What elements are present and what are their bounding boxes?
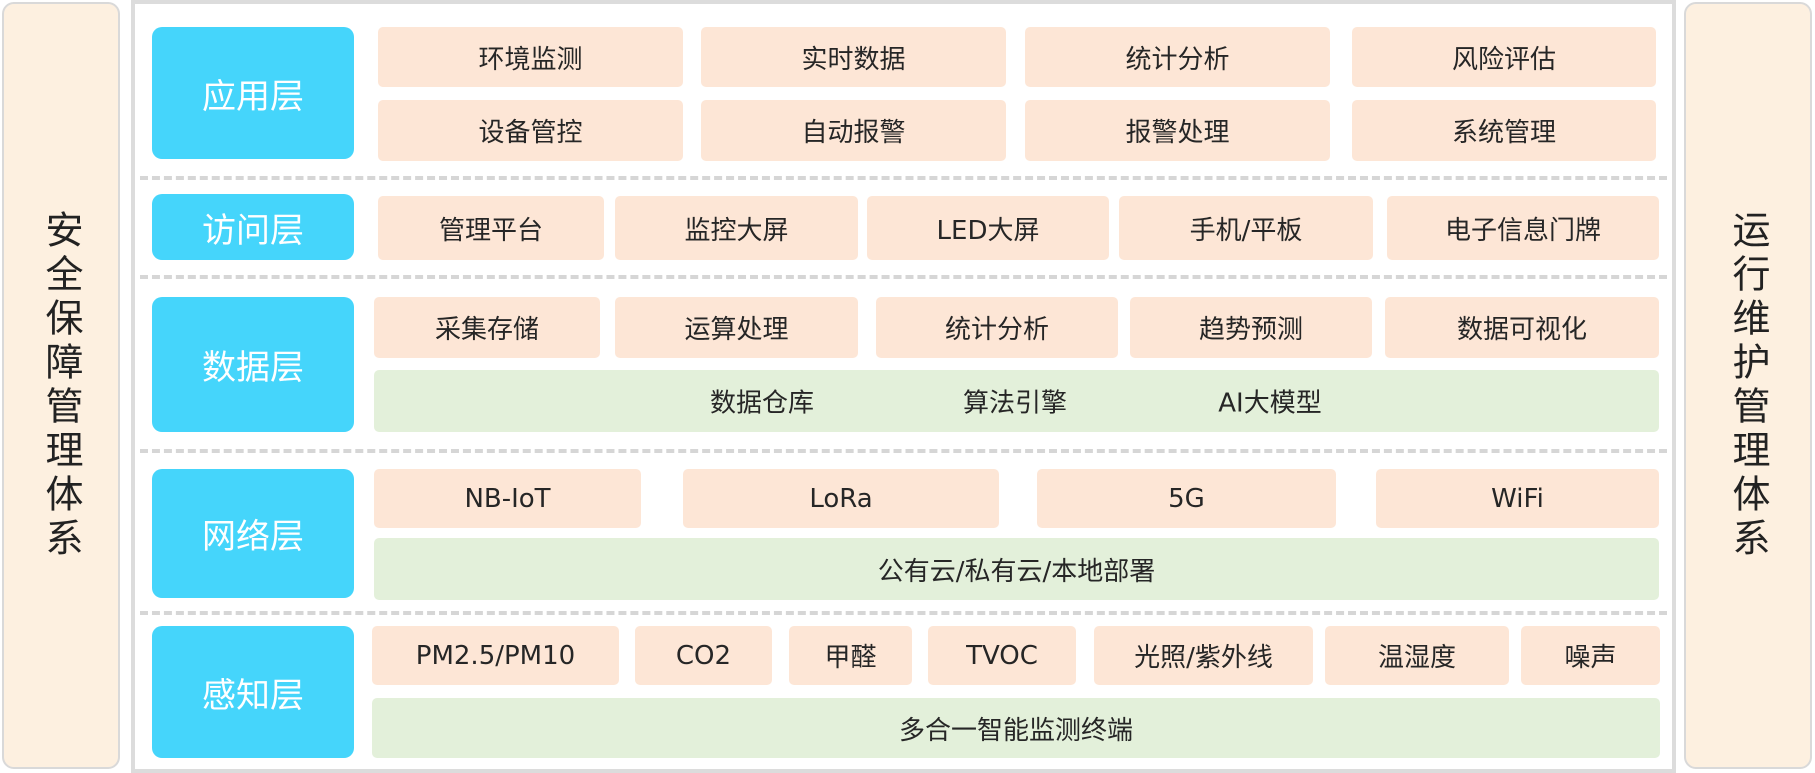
network-item-lora: LoRa: [683, 469, 999, 528]
sensor-item-light-uv: 光照/紫外线: [1094, 626, 1313, 685]
operations-management-panel: 运行维护管理体系: [1684, 2, 1812, 769]
sensor-item-temp-humidity: 温湿度: [1325, 626, 1509, 685]
access-item-mobile-tablet: 手机/平板: [1119, 196, 1373, 260]
data-item-collect-store: 采集存储: [374, 297, 600, 358]
layer-label-data: 数据层: [152, 297, 354, 432]
ai-model-label: AI大模型: [1218, 388, 1322, 419]
app-item-environment-monitoring: 环境监测: [378, 27, 683, 87]
algorithm-engine-label: 算法引擎: [962, 388, 1068, 419]
app-item-statistics: 统计分析: [1025, 27, 1330, 87]
data-warehouse-label: 数据仓库: [709, 388, 815, 419]
layer-label-perception: 感知层: [152, 626, 354, 758]
monitoring-terminal-bar: 多合一智能监测终端: [372, 698, 1660, 758]
access-item-led-screen: LED大屏: [867, 196, 1109, 260]
security-management-title: 安全保障管理体系: [39, 209, 83, 562]
layer-separator: [140, 449, 1667, 453]
app-item-alarm-handling: 报警处理: [1025, 100, 1330, 161]
sensor-item-noise: 噪声: [1521, 626, 1660, 685]
access-item-management-platform: 管理平台: [378, 196, 604, 260]
layer-label-application: 应用层: [152, 27, 354, 159]
access-item-e-doorplate: 电子信息门牌: [1387, 196, 1659, 260]
layer-label-network: 网络层: [152, 469, 354, 598]
operations-management-title: 运行维护管理体系: [1726, 209, 1770, 562]
sensor-item-tvoc: TVOC: [928, 626, 1076, 685]
app-item-auto-alarm: 自动报警: [701, 100, 1006, 161]
security-management-panel: 安全保障管理体系: [2, 2, 120, 769]
app-item-device-control: 设备管控: [378, 100, 683, 161]
network-item-wifi: WiFi: [1376, 469, 1659, 528]
sensor-item-formaldehyde: 甲醛: [789, 626, 912, 685]
app-item-system-management: 系统管理: [1352, 100, 1656, 161]
access-item-monitor-screen: 监控大屏: [615, 196, 858, 260]
sensor-item-pm: PM2.5/PM10: [372, 626, 619, 685]
data-item-trend-forecast: 趋势预测: [1130, 297, 1372, 358]
layer-separator: [140, 275, 1667, 279]
data-item-statistics: 统计分析: [876, 297, 1118, 358]
layer-separator: [140, 611, 1667, 615]
network-item-5g: 5G: [1037, 469, 1336, 528]
layer-label-access: 访问层: [152, 194, 354, 260]
layer-separator: [140, 176, 1667, 180]
app-item-risk-assessment: 风险评估: [1352, 27, 1656, 87]
data-item-compute: 运算处理: [615, 297, 858, 358]
app-item-realtime-data: 实时数据: [701, 27, 1006, 87]
data-foundation-bar: 数据仓库 算法引擎 AI大模型: [374, 370, 1659, 432]
sensor-item-co2: CO2: [635, 626, 772, 685]
deployment-bar: 公有云/私有云/本地部署: [374, 538, 1659, 600]
data-item-visualization: 数据可视化: [1385, 297, 1659, 358]
network-item-nb-iot: NB-IoT: [374, 469, 641, 528]
